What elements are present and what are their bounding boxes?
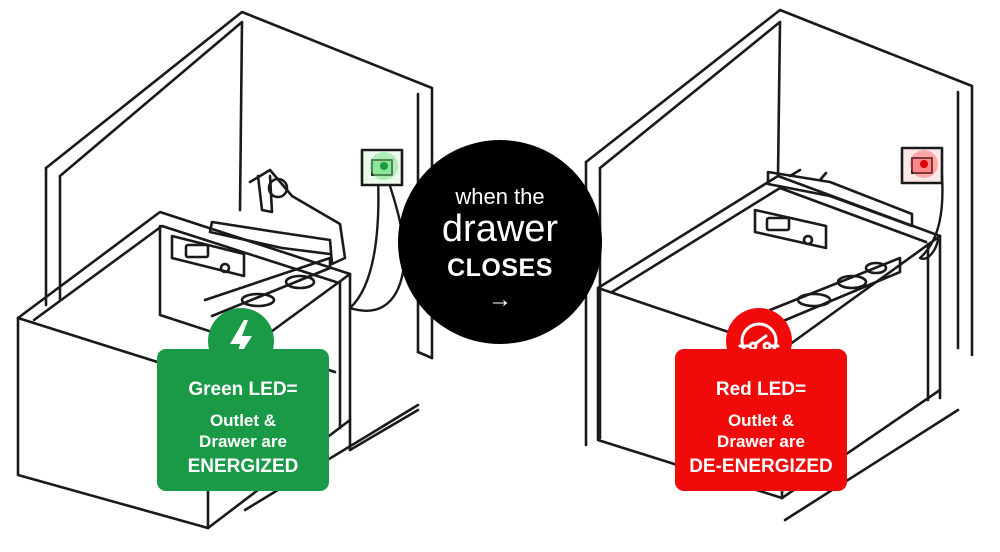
left-drawer-slide-arm — [208, 168, 347, 266]
right-arrow-icon: → — [488, 286, 512, 313]
right-cabinet-back-wall — [584, 8, 974, 357]
callout-line-3: CLOSES — [447, 254, 553, 282]
callout-line-2: drawer — [441, 208, 559, 250]
right-drawer-slide-arm — [766, 170, 914, 228]
energized-card-line-3: Drawer are — [199, 432, 287, 451]
right-wall-outlet — [900, 146, 944, 185]
drawer-closes-callout: when the drawer CLOSES → — [398, 140, 602, 344]
callout-line-1: when the — [455, 184, 545, 209]
lightning-bolt-icon — [230, 320, 252, 363]
de-energized-status-card: Red LED= Outlet & Drawer are DE-ENERGIZE… — [675, 349, 847, 491]
left-led — [380, 162, 388, 170]
energized-card-state: ENERGIZED — [187, 456, 299, 477]
de-energized-card-line-2: Outlet & — [727, 411, 795, 430]
de-energized-card-state: DE-ENERGIZED — [689, 456, 833, 477]
de-energized-card-line-3: Drawer are — [717, 432, 805, 451]
energized-card-line-2: Outlet & — [209, 411, 277, 430]
right-power-cable — [918, 174, 944, 260]
energized-status-card: Green LED= Outlet & Drawer are ENERGIZED — [157, 349, 329, 491]
de-energized-card-title: Red LED= — [715, 379, 807, 400]
energized-card-title: Green LED= — [188, 379, 298, 400]
right-led — [920, 160, 928, 168]
